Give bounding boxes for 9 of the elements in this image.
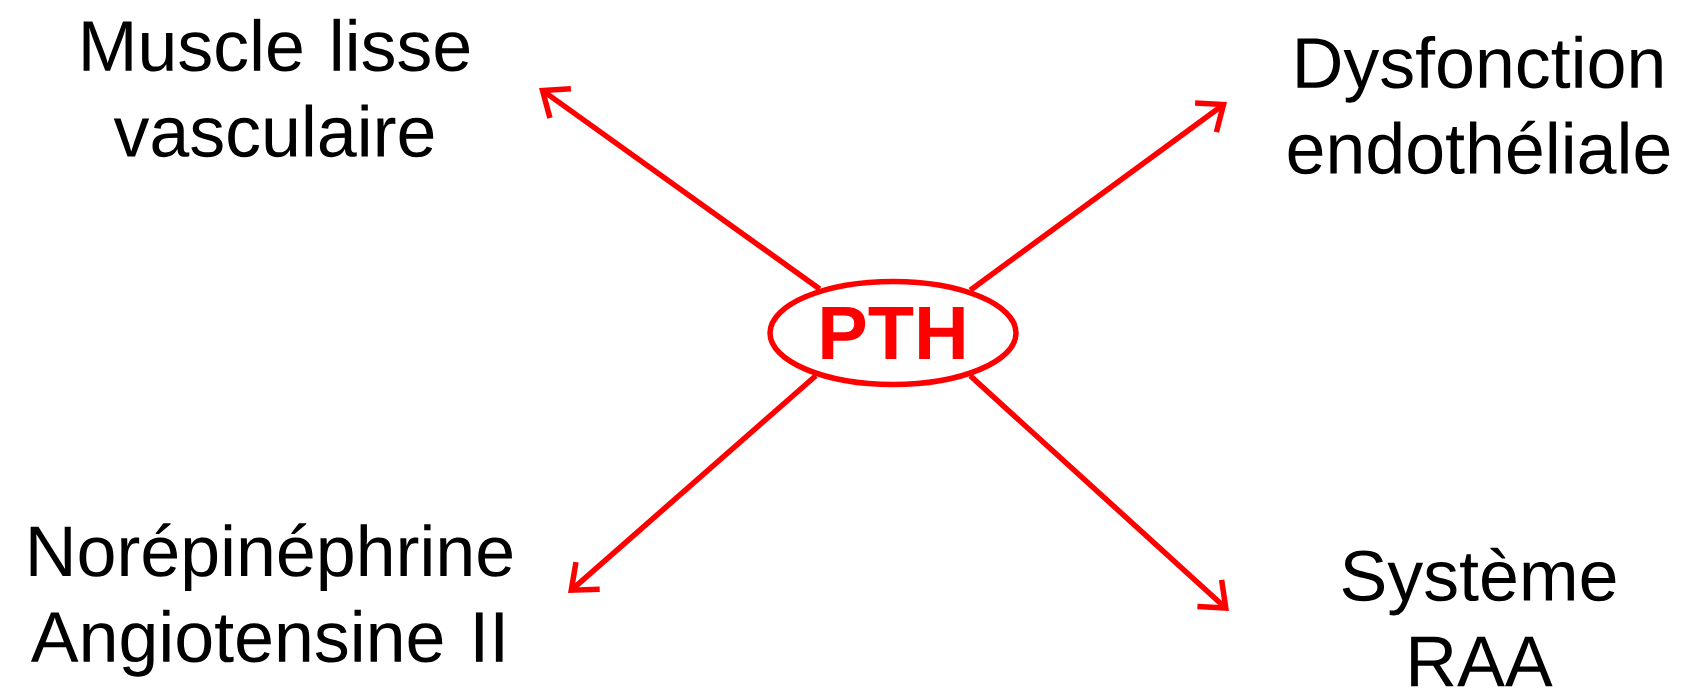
arrow [539, 85, 822, 292]
text-label: Système RAA [1342, 547, 1616, 687]
text-label: Dysfonction endothéliale [1288, 35, 1670, 175]
text-label: Muscle lisse vasculaire [83, 18, 470, 158]
arrow [568, 373, 818, 593]
text-label: Norépinéphrine Angiotensine II [30, 523, 512, 677]
arrow [968, 373, 1229, 611]
ellipse-node: PTH [767, 278, 1019, 388]
arrow [968, 100, 1227, 293]
